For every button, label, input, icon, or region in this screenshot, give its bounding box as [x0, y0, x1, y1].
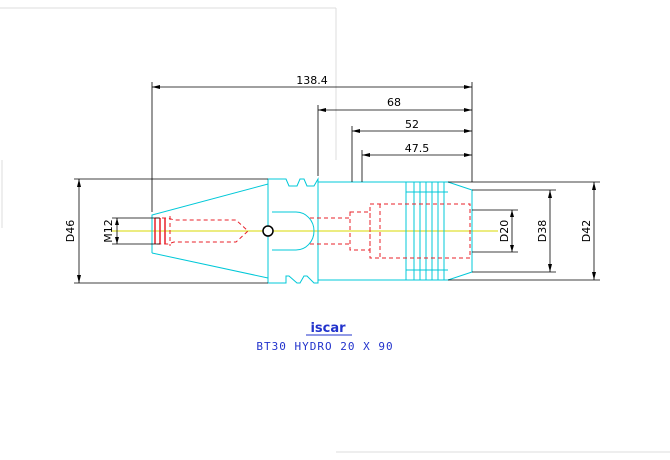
dimension-arrows [77, 85, 596, 283]
hidden-lines [154, 203, 471, 259]
dim-dia-38: D38 [536, 220, 549, 242]
ball-icon [262, 225, 274, 237]
dim-dia-20: D20 [498, 220, 511, 242]
sheet-border [0, 7, 670, 453]
dim-dia-m12: M12 [102, 219, 115, 243]
dim-length-47-5: 47.5 [405, 142, 430, 155]
brand-logo-text: iscar [310, 321, 346, 336]
brand-logo: iscar [306, 321, 352, 336]
dimension-lines [74, 82, 600, 284]
dim-length-52: 52 [405, 118, 419, 131]
tool-outline [151, 177, 473, 284]
hidden-solid-parts [154, 218, 166, 244]
dim-dia-46: D46 [64, 220, 77, 242]
dim-length-68: 68 [387, 96, 401, 109]
dim-overall-length: 138.4 [296, 74, 328, 87]
tool-caption: BT30 HYDRO 20 X 90 [256, 340, 393, 353]
dim-dia-42: D42 [580, 220, 593, 242]
